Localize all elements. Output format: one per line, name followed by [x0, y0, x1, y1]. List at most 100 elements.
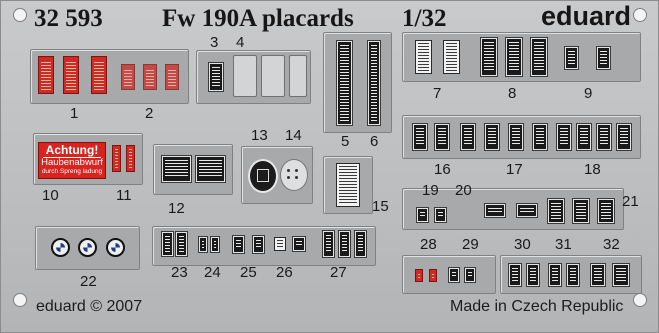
part-number-13: 13 [251, 127, 268, 144]
mounting-hole [13, 293, 27, 307]
part-number-24: 24 [204, 264, 221, 281]
placard-26 [293, 237, 305, 251]
frame-part-3 [209, 63, 223, 91]
part-number-19: 19 [422, 182, 439, 199]
placard-18 [557, 124, 571, 150]
warning-line-2: Haubenabwurf [41, 157, 103, 168]
placard-26 [274, 237, 286, 251]
part-group-16-18 [402, 115, 641, 159]
part-group-22 [35, 226, 140, 270]
mounting-hole [633, 293, 647, 307]
part-number-9: 9 [584, 85, 593, 102]
placard-21 [598, 199, 614, 223]
part-group-3-4 [196, 50, 311, 104]
placard-18 [597, 124, 611, 150]
origin-label: Made in Czech Republic [450, 298, 624, 315]
part-number-31: 31 [555, 236, 572, 253]
placard-30 [527, 264, 539, 286]
part-number-22: 22 [80, 273, 97, 290]
placard-9 [597, 47, 610, 69]
red-placard [143, 64, 157, 90]
catalog-number: 32 593 [34, 5, 103, 32]
part-group-19-21 [402, 188, 624, 230]
part-group-1-2 [30, 49, 189, 104]
part-number-15: 15 [372, 198, 389, 215]
instrument-dial-13 [248, 159, 278, 193]
part-number-28: 28 [420, 236, 437, 253]
part-number-20: 20 [455, 182, 472, 199]
red-placard [63, 56, 79, 94]
placard-23 [162, 232, 173, 256]
red-placard [121, 64, 135, 90]
bracket-part-4 [289, 55, 307, 97]
placard-8 [531, 38, 547, 76]
part-number-30: 30 [514, 236, 531, 253]
placard-8 [506, 38, 522, 76]
instrument-dial-14 [280, 159, 308, 191]
strip-part-6 [368, 41, 380, 125]
placard-17 [485, 124, 499, 150]
scale-label: 1/32 [402, 5, 447, 32]
part-number-29: 29 [462, 236, 479, 253]
placard-29 [449, 268, 459, 282]
part-number-27: 27 [330, 264, 347, 281]
placard-25 [233, 236, 244, 253]
placard-21 [573, 199, 589, 223]
copyright-label: eduard © 2007 [36, 298, 143, 315]
placard-25 [253, 236, 264, 253]
placard-16 [413, 124, 427, 150]
placard-21 [548, 199, 564, 223]
placard-29 [465, 268, 475, 282]
part-group-23-27 [152, 226, 376, 266]
part-number-3: 3 [210, 34, 219, 51]
red-placard-28 [429, 269, 437, 282]
placard-19 [417, 208, 428, 222]
part-number-8: 8 [508, 85, 517, 102]
sheet-title: Fw 190A placards [162, 5, 354, 32]
placard-12 [162, 156, 191, 182]
placard-24 [211, 237, 219, 252]
part-group-15 [323, 156, 373, 214]
placard-27 [355, 231, 366, 257]
part-number-2: 2 [145, 105, 154, 122]
part-number-16: 16 [434, 161, 451, 178]
strip-part-5 [337, 41, 352, 125]
achtung-warning-placard: Achtung! Haubenabwurf durch Spreng ladun… [38, 142, 106, 179]
part-number-1: 1 [70, 105, 79, 122]
part-number-18: 18 [584, 161, 601, 178]
placard-24 [199, 237, 207, 252]
placard-19 [435, 208, 446, 222]
part-group-12 [153, 144, 233, 195]
part-number-7: 7 [433, 85, 442, 102]
placard-27 [323, 231, 334, 257]
red-placard-11 [126, 145, 135, 172]
brand-logo: eduard [541, 1, 632, 31]
part-number-4: 4 [236, 34, 245, 51]
mounting-hole [633, 8, 647, 22]
part-number-32: 32 [603, 236, 620, 253]
placard-32 [591, 264, 605, 286]
part-group-13-14 [241, 146, 313, 204]
part-number-23: 23 [171, 264, 188, 281]
part-group-7-9 [402, 32, 641, 82]
placard-15 [336, 163, 360, 207]
placard-20 [485, 204, 505, 217]
warning-line-3: durch Spreng ladung [41, 168, 103, 175]
mounting-hole [13, 8, 27, 22]
placard-7 [415, 40, 432, 74]
part-number-14: 14 [285, 127, 302, 144]
red-placard-28 [415, 269, 423, 282]
part-number-11: 11 [116, 187, 132, 204]
part-group-28-29 [402, 255, 496, 294]
red-placard [165, 64, 179, 90]
part-number-21: 21 [622, 193, 639, 210]
placard-9 [565, 47, 578, 69]
placard-12 [196, 156, 225, 182]
placard-18 [617, 124, 631, 150]
bmw-dial-22 [78, 238, 97, 257]
part-number-10: 10 [42, 187, 59, 204]
part-number-5: 5 [341, 133, 350, 150]
placard-17 [533, 124, 547, 150]
placard-17 [509, 124, 523, 150]
red-placard-11 [112, 145, 121, 172]
